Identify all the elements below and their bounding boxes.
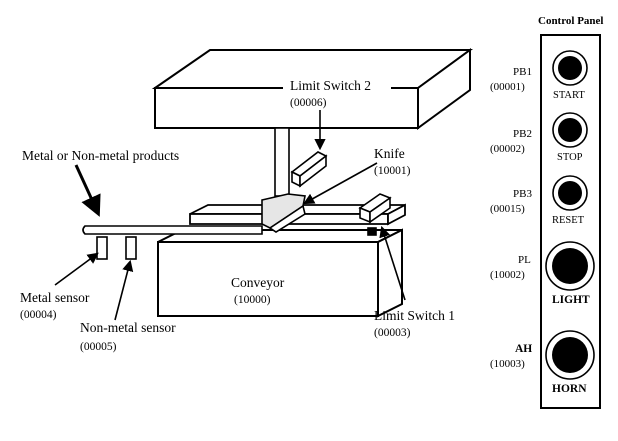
knife-addr: (10001) bbox=[374, 165, 411, 177]
pl-addr: (10002) bbox=[490, 269, 525, 281]
conveyor-body bbox=[157, 228, 403, 318]
conveyor-name: Conveyor bbox=[231, 275, 285, 290]
ls1-arrow bbox=[379, 225, 406, 301]
limit-switch-1-device bbox=[358, 193, 392, 236]
ah-tag: AH bbox=[515, 343, 532, 355]
metal-sensor-device bbox=[96, 236, 108, 260]
knife-name: Knife bbox=[374, 146, 405, 161]
feed-rail bbox=[82, 225, 263, 235]
products-label: Metal or Non-metal products bbox=[22, 148, 179, 163]
products-arrow bbox=[74, 164, 101, 217]
reset-label: RESET bbox=[552, 215, 585, 226]
nonmetal-sensor-device bbox=[125, 236, 137, 260]
diagram-labels: Metal or Non-metal products Limit Switch… bbox=[20, 76, 455, 353]
light-indicator bbox=[545, 241, 595, 291]
start-button[interactable] bbox=[552, 50, 588, 86]
control-panel-title: Control Panel bbox=[538, 15, 604, 27]
nonmetal-sensor-arrow bbox=[114, 259, 134, 321]
stop-button[interactable] bbox=[552, 112, 588, 148]
nonmetal-sensor-addr: (00005) bbox=[80, 341, 117, 353]
metal-sensor-name: Metal sensor bbox=[20, 290, 90, 305]
metal-sensor-addr: (00004) bbox=[20, 309, 57, 321]
reset-button[interactable] bbox=[552, 175, 588, 211]
limit-switch-1-addr: (00003) bbox=[374, 327, 411, 339]
knife-shaft bbox=[274, 127, 290, 197]
pl-tag: PL bbox=[518, 254, 531, 266]
annotation-arrows bbox=[54, 97, 406, 321]
horn-label: HORN bbox=[552, 383, 587, 395]
light-label: LIGHT bbox=[552, 294, 590, 306]
horn-indicator bbox=[545, 330, 595, 380]
limit-switch-2-addr: (00006) bbox=[290, 97, 327, 109]
nonmetal-sensor-name: Non-metal sensor bbox=[80, 320, 176, 335]
limit-switch-2-name: Limit Switch 2 bbox=[290, 78, 371, 93]
overhead-housing bbox=[151, 48, 474, 130]
pb3-tag: PB3 bbox=[513, 188, 532, 200]
knife-arrow bbox=[303, 162, 378, 205]
pb2-addr: (00002) bbox=[490, 143, 525, 155]
control-panel: Control Panel PB1 (00001) START PB2 (000… bbox=[490, 15, 604, 409]
conveyor-addr: (10000) bbox=[234, 294, 271, 306]
pb2-tag: PB2 bbox=[513, 128, 532, 140]
knife-blade bbox=[261, 193, 306, 233]
start-label: START bbox=[553, 90, 585, 101]
ah-addr: (10003) bbox=[490, 358, 525, 370]
limit-switch-2-device bbox=[290, 151, 328, 188]
pb3-addr: (00015) bbox=[490, 203, 525, 215]
pb1-addr: (00001) bbox=[490, 81, 525, 93]
pb1-tag: PB1 bbox=[513, 66, 532, 78]
stop-label: STOP bbox=[557, 152, 583, 163]
metal-sensor-arrow bbox=[54, 252, 99, 286]
limit-switch-1-name: Limit Switch 1 bbox=[374, 308, 455, 323]
